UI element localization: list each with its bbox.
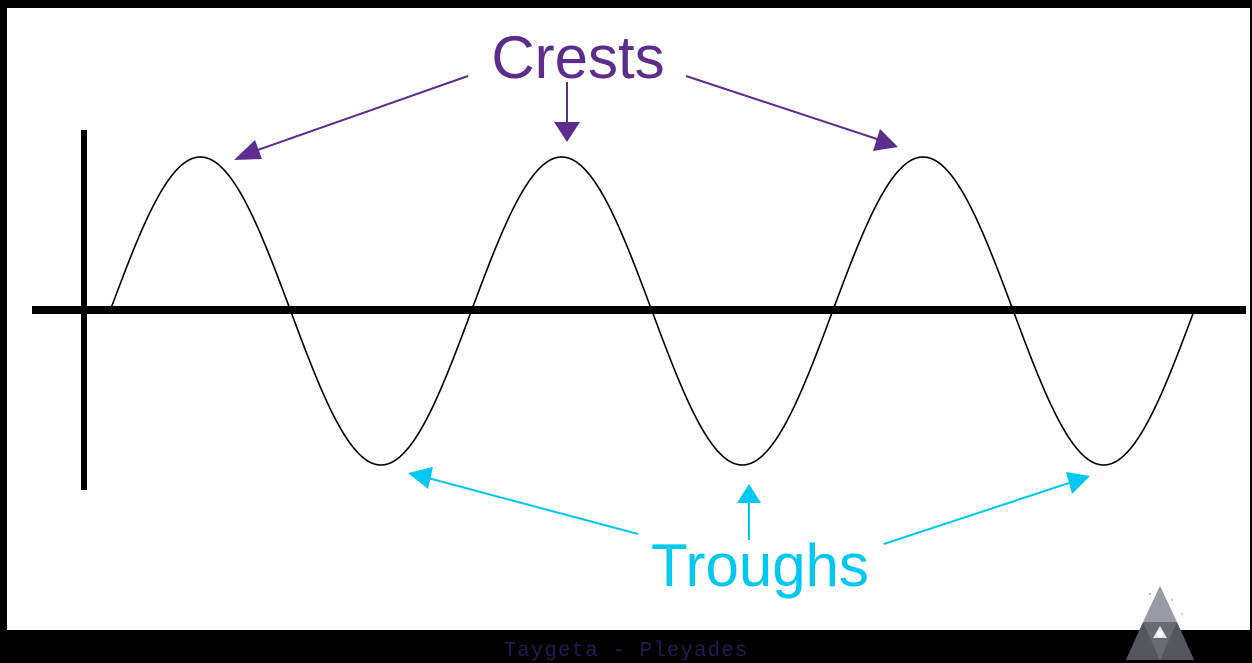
trough-arrow-left [427, 477, 639, 535]
pyramid-logo-icon [1126, 586, 1194, 660]
crest-arrow-left [251, 75, 469, 153]
wave-diagram: Crests Troughs [32, 24, 1246, 599]
diagram-canvas: Crests Troughs [7, 8, 1250, 630]
trough-arrowhead-right [1066, 472, 1090, 494]
crest-arrowhead-middle [554, 122, 580, 142]
caption-text: Taygeta - Pleyades [503, 640, 749, 663]
crest-arrow-right [685, 75, 881, 141]
trough-arrowhead-left [408, 467, 433, 489]
crest-arrowhead-left [234, 140, 262, 160]
trough-arrow-right [883, 481, 1073, 545]
crest-arrowhead-right [873, 129, 898, 151]
sine-wave [109, 156, 1195, 466]
caption-bar [0, 630, 1252, 662]
crests-label: Crests [491, 24, 664, 91]
trough-arrowhead-middle [737, 484, 761, 503]
troughs-label: Troughs [651, 532, 869, 599]
